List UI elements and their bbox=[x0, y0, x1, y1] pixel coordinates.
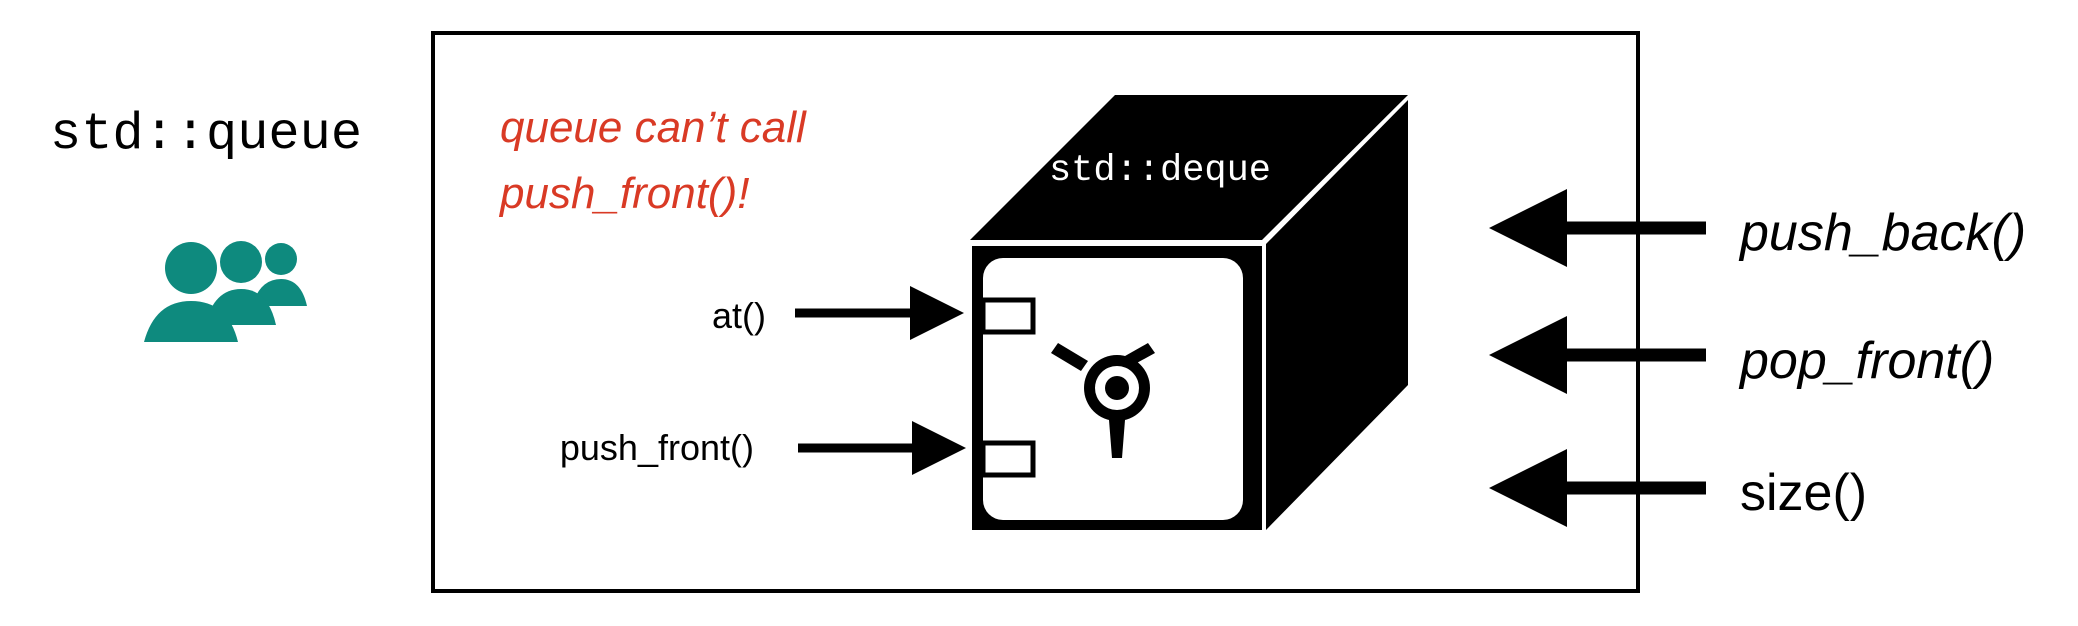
method-at-label: at() bbox=[712, 295, 766, 336]
adapter-label: std::queue bbox=[50, 105, 362, 164]
safe-hinge-top bbox=[980, 297, 1036, 335]
method-pop-front-label: pop_front() bbox=[1738, 332, 1994, 390]
warning-line-1: queue can’t call bbox=[500, 103, 807, 152]
safe-top-face bbox=[970, 95, 1408, 240]
safe-icon: std::deque bbox=[970, 95, 1408, 530]
warning-line-2: push_front()! bbox=[498, 169, 749, 218]
adapter-boundary-box bbox=[431, 31, 1640, 593]
container-label: std::deque bbox=[1049, 150, 1271, 192]
method-push-front-label: push_front() bbox=[560, 427, 754, 468]
safe-side-face bbox=[1266, 100, 1408, 530]
method-push-back-label: push_back() bbox=[1738, 204, 2026, 262]
warning-text: queue can’t call push_front()! bbox=[498, 103, 818, 218]
people-group-icon bbox=[144, 241, 307, 342]
method-size-label: size() bbox=[1740, 464, 1867, 522]
safe-hinge-bottom bbox=[980, 440, 1036, 478]
safe-dial bbox=[1051, 343, 1155, 458]
